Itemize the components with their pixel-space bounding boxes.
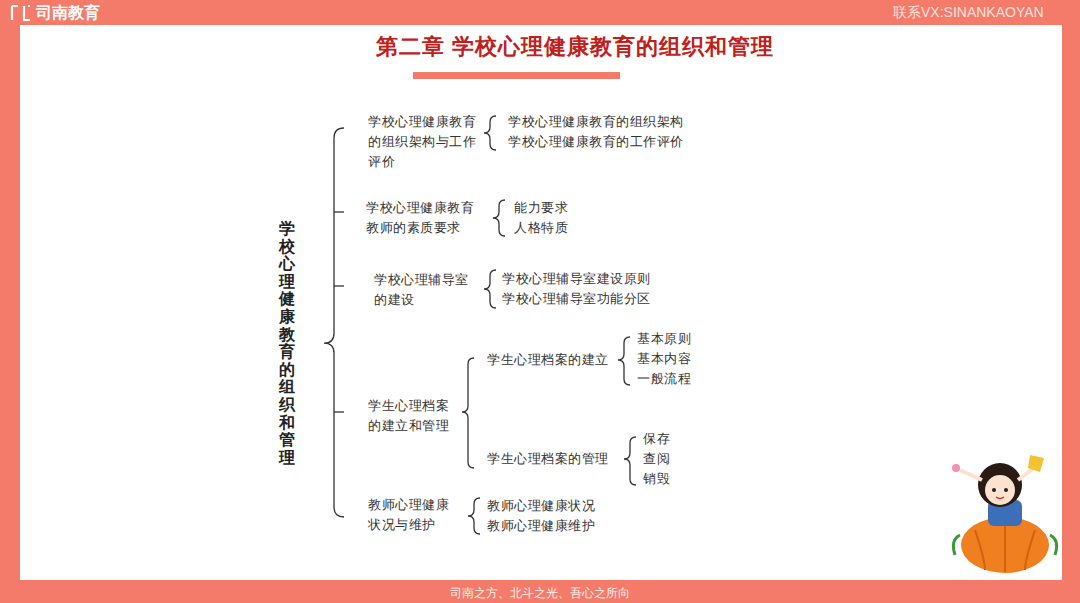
topic-node: 学生心理档案的管理 <box>487 449 609 469</box>
topic-text: 一般流程 <box>637 369 691 389</box>
topic-node: 教师心理健康状况与维护 <box>368 495 454 535</box>
curly-bracket <box>468 498 480 534</box>
topic-text: 学校心理健康教育的组织和管理 <box>279 220 295 466</box>
topic-text: 基本原则 <box>637 329 691 349</box>
logo-icon <box>12 6 30 20</box>
chapter-title: 第二章 学校心理健康教育的组织和管理 <box>240 32 910 62</box>
topic-node: 学校心理健康教育的组织架构 <box>508 112 684 132</box>
topic-text: 学生心理档案的管理 <box>487 449 609 469</box>
topic-node: 学校心理健康教育的工作评价 <box>508 132 684 152</box>
topic-text: 销毁 <box>643 469 670 489</box>
curly-bracket <box>624 437 636 485</box>
topic-node: 学生心理档案的建立和管理 <box>368 396 454 436</box>
topic-node: 能力要求 <box>514 198 568 218</box>
topic-text: 教师心理健康状况 <box>487 496 595 516</box>
topic-node: 保存 <box>643 429 670 449</box>
curly-bracket <box>618 337 630 385</box>
topic-node: 学生心理档案的建立 <box>487 350 609 370</box>
topic-text: 人格特质 <box>514 218 568 238</box>
topic-text: 学生心理档案的建立和管理 <box>368 396 454 436</box>
topic-text: 学校心理健康教育的组织架构与工作评价 <box>368 112 480 172</box>
root-topic: 学校心理健康教育的组织和管理 <box>279 220 295 466</box>
white-panel <box>20 25 1062 580</box>
topic-text: 学校心理辅导室建设原则 <box>502 269 651 289</box>
curly-bracket <box>324 128 344 517</box>
bracket-arm <box>334 211 344 212</box>
topic-node: 学校心理健康教育教师的素质要求 <box>366 198 478 238</box>
topic-node: 学校心理辅导室建设原则 <box>502 269 651 289</box>
topic-node: 人格特质 <box>514 218 568 238</box>
curly-bracket <box>484 116 496 150</box>
brackets <box>324 116 636 534</box>
topic-text: 基本内容 <box>637 349 691 369</box>
topic-node: 教师心理健康维护 <box>487 516 595 536</box>
footer-slogan: 司南之方、北斗之光、吾心之所向 <box>340 585 740 602</box>
topic-node: 基本内容 <box>637 349 691 369</box>
topic-node: 销毁 <box>643 469 670 489</box>
curly-bracket <box>484 270 496 308</box>
contact-watermark: 联系VX:SINANKAOYAN <box>893 4 1044 22</box>
topic-text: 能力要求 <box>514 198 568 218</box>
curly-bracket <box>493 200 505 236</box>
topic-node: 学校心理辅导室的建设 <box>374 270 472 310</box>
topic-text: 学校心理健康教育的工作评价 <box>508 132 684 152</box>
topic-text: 保存 <box>643 429 670 449</box>
topic-text: 查阅 <box>643 449 670 469</box>
bracket-arm <box>334 285 344 286</box>
topic-text: 教师心理健康维护 <box>487 516 595 536</box>
topic-node: 一般流程 <box>637 369 691 389</box>
topic-node: 学校心理辅导室功能分区 <box>502 289 651 309</box>
topic-node: 查阅 <box>643 449 670 469</box>
topic-text: 学校心理辅导室功能分区 <box>502 289 651 309</box>
topic-text: 学校心理健康教育教师的素质要求 <box>366 198 478 238</box>
title-underline <box>413 72 620 79</box>
topic-node: 基本原则 <box>637 329 691 349</box>
topic-text: 教师心理健康状况与维护 <box>368 495 454 535</box>
curly-bracket <box>462 358 474 468</box>
bracket-arm <box>334 411 344 412</box>
topic-node: 学校心理健康教育的组织架构与工作评价 <box>368 112 480 172</box>
topic-node: 教师心理健康状况 <box>487 496 595 516</box>
topic-text: 学校心理健康教育的组织架构 <box>508 112 684 132</box>
cartoon-girl <box>952 455 1057 573</box>
logo-text: 司南教育 <box>36 3 100 24</box>
topic-text: 学校心理辅导室的建设 <box>374 270 472 310</box>
topic-text: 学生心理档案的建立 <box>487 350 609 370</box>
